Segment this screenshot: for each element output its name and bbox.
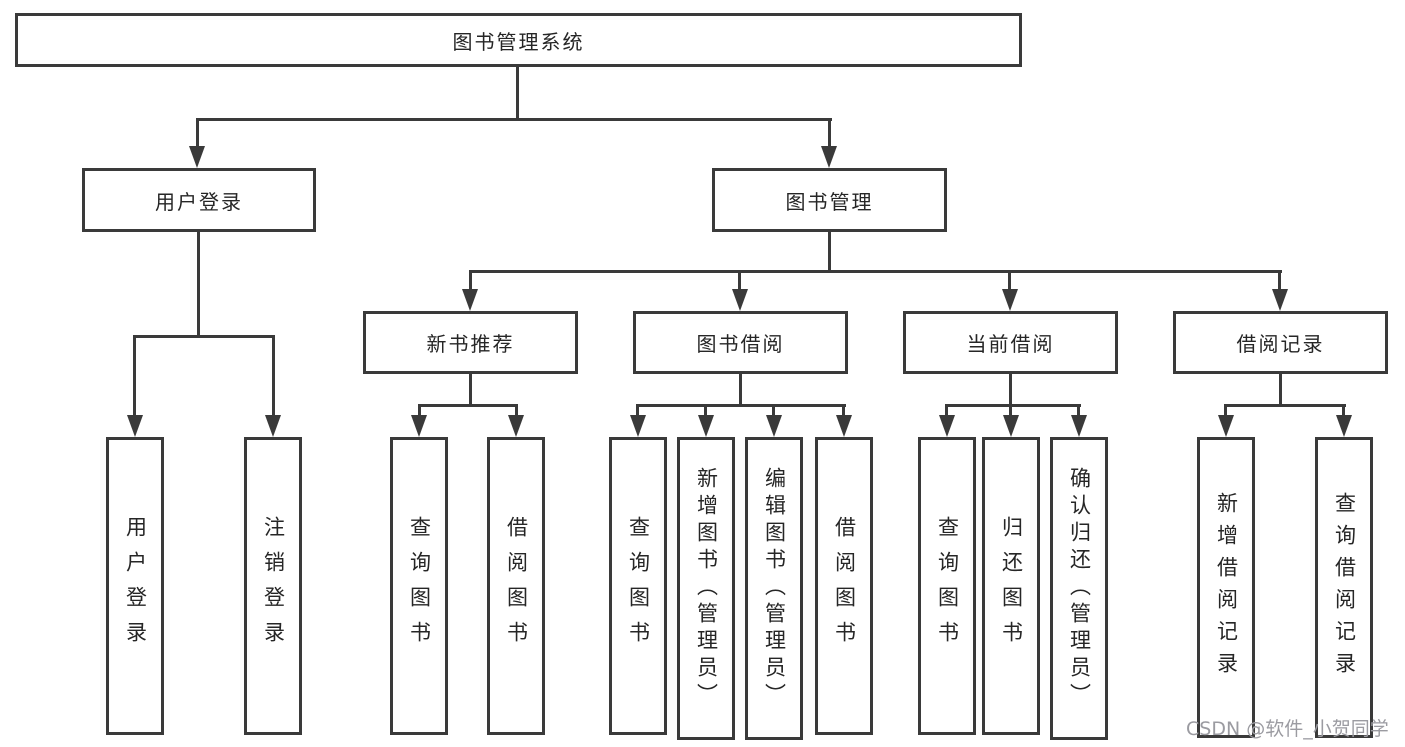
arrowhead-down-icon <box>939 415 955 437</box>
arrowhead-down-icon <box>1336 415 1352 437</box>
edge-bookmgmt-shaft-4 <box>1278 270 1281 292</box>
arrowhead-down-icon <box>189 146 205 168</box>
edge-current-shaft-1 <box>945 404 948 420</box>
leaf-borrow-books-2: 借阅图书 <box>815 437 873 735</box>
edge-current-trunk <box>1009 374 1012 406</box>
leaf-query-books-1: 查询图书 <box>390 437 448 735</box>
edge-records-shaft-2 <box>1342 404 1345 420</box>
node-book-borrow: 图书借阅 <box>633 311 848 374</box>
edge-recommend-trunk <box>469 374 472 406</box>
arrowhead-down-icon <box>836 415 852 437</box>
node-new-book-recommend: 新书推荐 <box>363 311 578 374</box>
arrowhead-down-icon <box>766 415 782 437</box>
leaf-query-borrow-record: 查询借阅记录 <box>1315 437 1373 738</box>
arrowhead-down-icon <box>821 146 837 168</box>
leaf-label: 编辑图书（管理员） <box>762 467 787 710</box>
edge-recommend-shaft-2 <box>515 404 518 420</box>
leaf-confirm-return-admin: 确认归还（管理员） <box>1050 437 1108 740</box>
edge-userlogin-shaft-1 <box>133 335 136 417</box>
edge-recommend-shaft-1 <box>418 404 421 420</box>
leaf-logout: 注销登录 <box>244 437 302 735</box>
edge-userlogin-trunk <box>197 232 200 338</box>
leaf-user-login: 用户登录 <box>106 437 164 735</box>
leaf-borrow-books-1: 借阅图书 <box>487 437 545 735</box>
edge-bookmgmt-shaft-2 <box>738 270 741 292</box>
leaf-label: 注销登录 <box>261 516 286 656</box>
leaf-label: 查询图书 <box>626 516 651 656</box>
leaf-label: 借阅图书 <box>832 516 857 656</box>
edge-current-shaft-2 <box>1009 404 1012 420</box>
arrowhead-down-icon <box>462 289 478 311</box>
arrowhead-down-icon <box>127 415 143 437</box>
node-borrow-records: 借阅记录 <box>1173 311 1388 374</box>
arrowhead-down-icon <box>1272 289 1288 311</box>
leaf-add-borrow-record: 新增借阅记录 <box>1197 437 1255 738</box>
edge-borrow-shaft-4 <box>842 404 845 420</box>
edge-records-shaft-1 <box>1224 404 1227 420</box>
node-root: 图书管理系统 <box>15 13 1022 67</box>
leaf-query-books-2: 查询图书 <box>609 437 667 735</box>
leaf-label: 新增图书（管理员） <box>694 467 719 710</box>
node-book-management: 图书管理 <box>712 168 947 232</box>
edge-bookmgmt-shaft-1 <box>469 270 472 292</box>
arrowhead-down-icon <box>265 415 281 437</box>
arrowhead-down-icon <box>698 415 714 437</box>
arrowhead-down-icon <box>630 415 646 437</box>
leaf-label: 用户登录 <box>123 516 148 656</box>
edge-root-shaft-right <box>828 118 831 149</box>
leaf-label: 查询图书 <box>407 516 432 656</box>
edge-root-shaft-left <box>196 118 199 149</box>
leaf-add-book-admin: 新增图书（管理员） <box>677 437 735 740</box>
edge-borrow-trunk <box>739 374 742 406</box>
edge-bookmgmt-shaft-3 <box>1008 270 1011 292</box>
edge-recommend-bar <box>418 404 518 407</box>
arrowhead-down-icon <box>411 415 427 437</box>
edge-records-bar <box>1224 404 1346 407</box>
edge-current-shaft-3 <box>1077 404 1080 420</box>
arrowhead-down-icon <box>1002 289 1018 311</box>
edge-current-bar <box>945 404 1081 407</box>
arrowhead-down-icon <box>1071 415 1087 437</box>
edge-bookmgmt-trunk <box>828 232 831 272</box>
edge-userlogin-bar <box>133 335 275 338</box>
leaf-label: 新增借阅记录 <box>1214 491 1239 684</box>
edge-root-trunk <box>516 67 519 120</box>
edge-root-bar <box>196 118 832 121</box>
edge-borrow-shaft-1 <box>636 404 639 420</box>
edge-borrow-shaft-3 <box>772 404 775 420</box>
leaf-label: 借阅图书 <box>504 516 529 656</box>
node-current-borrow: 当前借阅 <box>903 311 1118 374</box>
leaf-label: 查询图书 <box>935 516 960 656</box>
arrowhead-down-icon <box>732 289 748 311</box>
arrowhead-down-icon <box>508 415 524 437</box>
edge-userlogin-shaft-2 <box>272 335 275 417</box>
leaf-return-book: 归还图书 <box>982 437 1040 735</box>
csdn-watermark: CSDN @软件_小贺同学 <box>1186 718 1389 740</box>
leaf-label: 归还图书 <box>999 516 1024 656</box>
leaf-query-books-3: 查询图书 <box>918 437 976 735</box>
arrowhead-down-icon <box>1218 415 1234 437</box>
edge-bookmgmt-bar <box>469 270 1282 273</box>
edge-borrow-shaft-2 <box>704 404 707 420</box>
leaf-label: 查询借阅记录 <box>1332 491 1357 684</box>
leaf-label: 确认归还（管理员） <box>1067 467 1092 710</box>
edge-borrow-bar <box>636 404 846 407</box>
edge-records-trunk <box>1279 374 1282 406</box>
node-user-login: 用户登录 <box>82 168 316 232</box>
arrowhead-down-icon <box>1003 415 1019 437</box>
leaf-edit-book-admin: 编辑图书（管理员） <box>745 437 803 740</box>
